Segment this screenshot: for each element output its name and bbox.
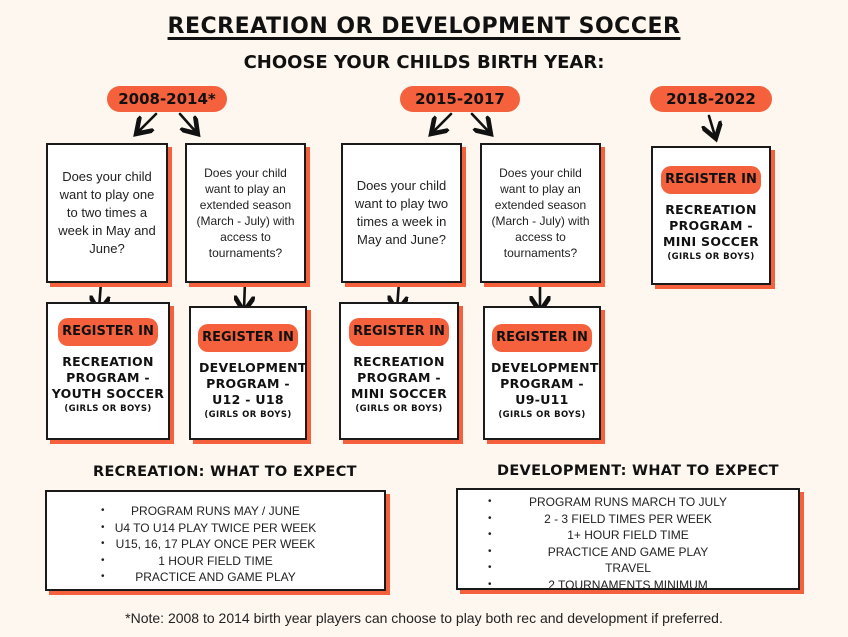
program-name: DEVELOPMENT PROGRAM - U9-U11 bbox=[491, 360, 599, 407]
program-name: RECREATION PROGRAM - MINI SOCCER bbox=[663, 202, 759, 249]
list-item: •2 - 3 FIELD TIMES PER WEEK bbox=[488, 511, 712, 526]
bullet-icon: • bbox=[488, 562, 492, 573]
arrow-icon bbox=[433, 112, 453, 132]
list-item: •TRAVEL bbox=[488, 561, 651, 575]
list-item: •U15, 16, 17 PLAY ONCE PER WEEK bbox=[101, 537, 316, 551]
recreation-expect-box: •PROGRAM RUNS MAY / JUNE •U4 TO U14 PLAY… bbox=[45, 490, 386, 591]
list-item: •1+ HOUR FIELD TIME bbox=[488, 528, 689, 542]
arrow-icon bbox=[709, 114, 715, 136]
year-pill-2018-2022: 2018-2022 bbox=[650, 86, 772, 112]
arrow-icon bbox=[470, 112, 489, 132]
question-card-4: Does your child want to play an extended… bbox=[480, 143, 601, 283]
bullet-icon: • bbox=[101, 521, 105, 533]
bullet-icon: • bbox=[101, 538, 105, 549]
development-expect-title: DEVELOPMENT: WHAT TO EXPECT bbox=[497, 463, 779, 479]
bullet-icon: • bbox=[101, 554, 105, 566]
footnote: *Note: 2008 to 2014 birth year players c… bbox=[125, 610, 723, 626]
register-card-1: REGISTER IN RECREATION PROGRAM - YOUTH S… bbox=[46, 302, 170, 440]
recreation-expect-title: RECREATION: WHAT TO EXPECT bbox=[93, 464, 357, 480]
register-badge: REGISTER IN bbox=[198, 324, 298, 352]
question-text: Does your child want to play one to two … bbox=[58, 169, 156, 256]
girls-or-boys-label: (GIRLS OR BOYS) bbox=[64, 404, 152, 414]
bullet-icon: • bbox=[488, 496, 492, 507]
bullet-icon: • bbox=[488, 578, 492, 590]
list-item: •PRACTICE AND GAME PLAY bbox=[488, 544, 709, 559]
question-text: Does your child want to play two times a… bbox=[354, 178, 449, 247]
girls-or-boys-label: (GIRLS OR BOYS) bbox=[498, 410, 586, 420]
register-badge: REGISTER IN bbox=[661, 166, 761, 194]
girls-or-boys-label: (GIRLS OR BOYS) bbox=[204, 410, 292, 420]
bullet-icon: • bbox=[101, 505, 105, 516]
development-expect-box: •PROGRAM RUNS MARCH TO JULY •2 - 3 FIELD… bbox=[456, 488, 800, 593]
register-card-3: REGISTER IN RECREATION PROGRAM - MINI SO… bbox=[339, 302, 459, 440]
bullet-icon: • bbox=[488, 545, 492, 557]
bullet-icon: • bbox=[488, 529, 492, 540]
page-title: RECREATION OR DEVELOPMENT SOCCER bbox=[167, 14, 681, 39]
list-item: •U4 TO U14 PLAY TWICE PER WEEK bbox=[101, 520, 317, 535]
register-badge: REGISTER IN bbox=[349, 318, 449, 346]
recreation-expect-list: •PROGRAM RUNS MAY / JUNE •U4 TO U14 PLAY… bbox=[47, 503, 384, 586]
girls-or-boys-label: (GIRLS OR BOYS) bbox=[355, 404, 443, 414]
question-card-3: Does your child want to play two times a… bbox=[341, 143, 462, 283]
program-name: DEVELOPMENT PROGRAM - U12 - U18 bbox=[199, 360, 307, 407]
list-item: •PRACTICE AND GAME PLAY bbox=[101, 570, 296, 584]
bullet-icon: • bbox=[101, 571, 105, 582]
register-card-2: REGISTER IN DEVELOPMENT PROGRAM - U12 - … bbox=[189, 306, 307, 440]
question-card-2: Does your child want to play an extended… bbox=[185, 143, 306, 283]
question-text: Does your child want to play an extended… bbox=[196, 166, 295, 260]
register-card-4: REGISTER IN DEVELOPMENT PROGRAM - U9-U11… bbox=[483, 306, 601, 440]
register-card-5: REGISTER IN RECREATION PROGRAM - MINI SO… bbox=[651, 146, 771, 285]
list-item: •2 TOURNAMENTS MINIMUM bbox=[488, 577, 708, 592]
question-card-1: Does your child want to play one to two … bbox=[46, 143, 168, 283]
girls-or-boys-label: (GIRLS OR BOYS) bbox=[667, 252, 755, 262]
development-expect-list: •PROGRAM RUNS MARCH TO JULY •2 - 3 FIELD… bbox=[458, 494, 798, 593]
list-item: •PROGRAM RUNS MAY / JUNE bbox=[101, 504, 300, 518]
arrow-icon bbox=[244, 280, 245, 309]
list-item: •1 HOUR FIELD TIME bbox=[101, 553, 273, 568]
register-badge: REGISTER IN bbox=[58, 318, 158, 346]
bullet-icon: • bbox=[488, 512, 492, 524]
question-text: Does your child want to play an extended… bbox=[491, 166, 590, 260]
arrow-icon bbox=[138, 112, 158, 132]
page-subtitle: CHOOSE YOUR CHILDS BIRTH YEAR: bbox=[243, 52, 605, 73]
list-item: •PROGRAM RUNS MARCH TO JULY bbox=[488, 495, 728, 509]
program-name: RECREATION PROGRAM - MINI SOCCER bbox=[351, 354, 447, 401]
program-name: RECREATION PROGRAM - YOUTH SOCCER bbox=[51, 354, 165, 401]
arrow-icon bbox=[178, 112, 196, 132]
year-pill-2008-2014: 2008-2014* bbox=[107, 86, 227, 112]
register-badge: REGISTER IN bbox=[492, 324, 592, 352]
year-pill-2015-2017: 2015-2017 bbox=[400, 86, 520, 112]
